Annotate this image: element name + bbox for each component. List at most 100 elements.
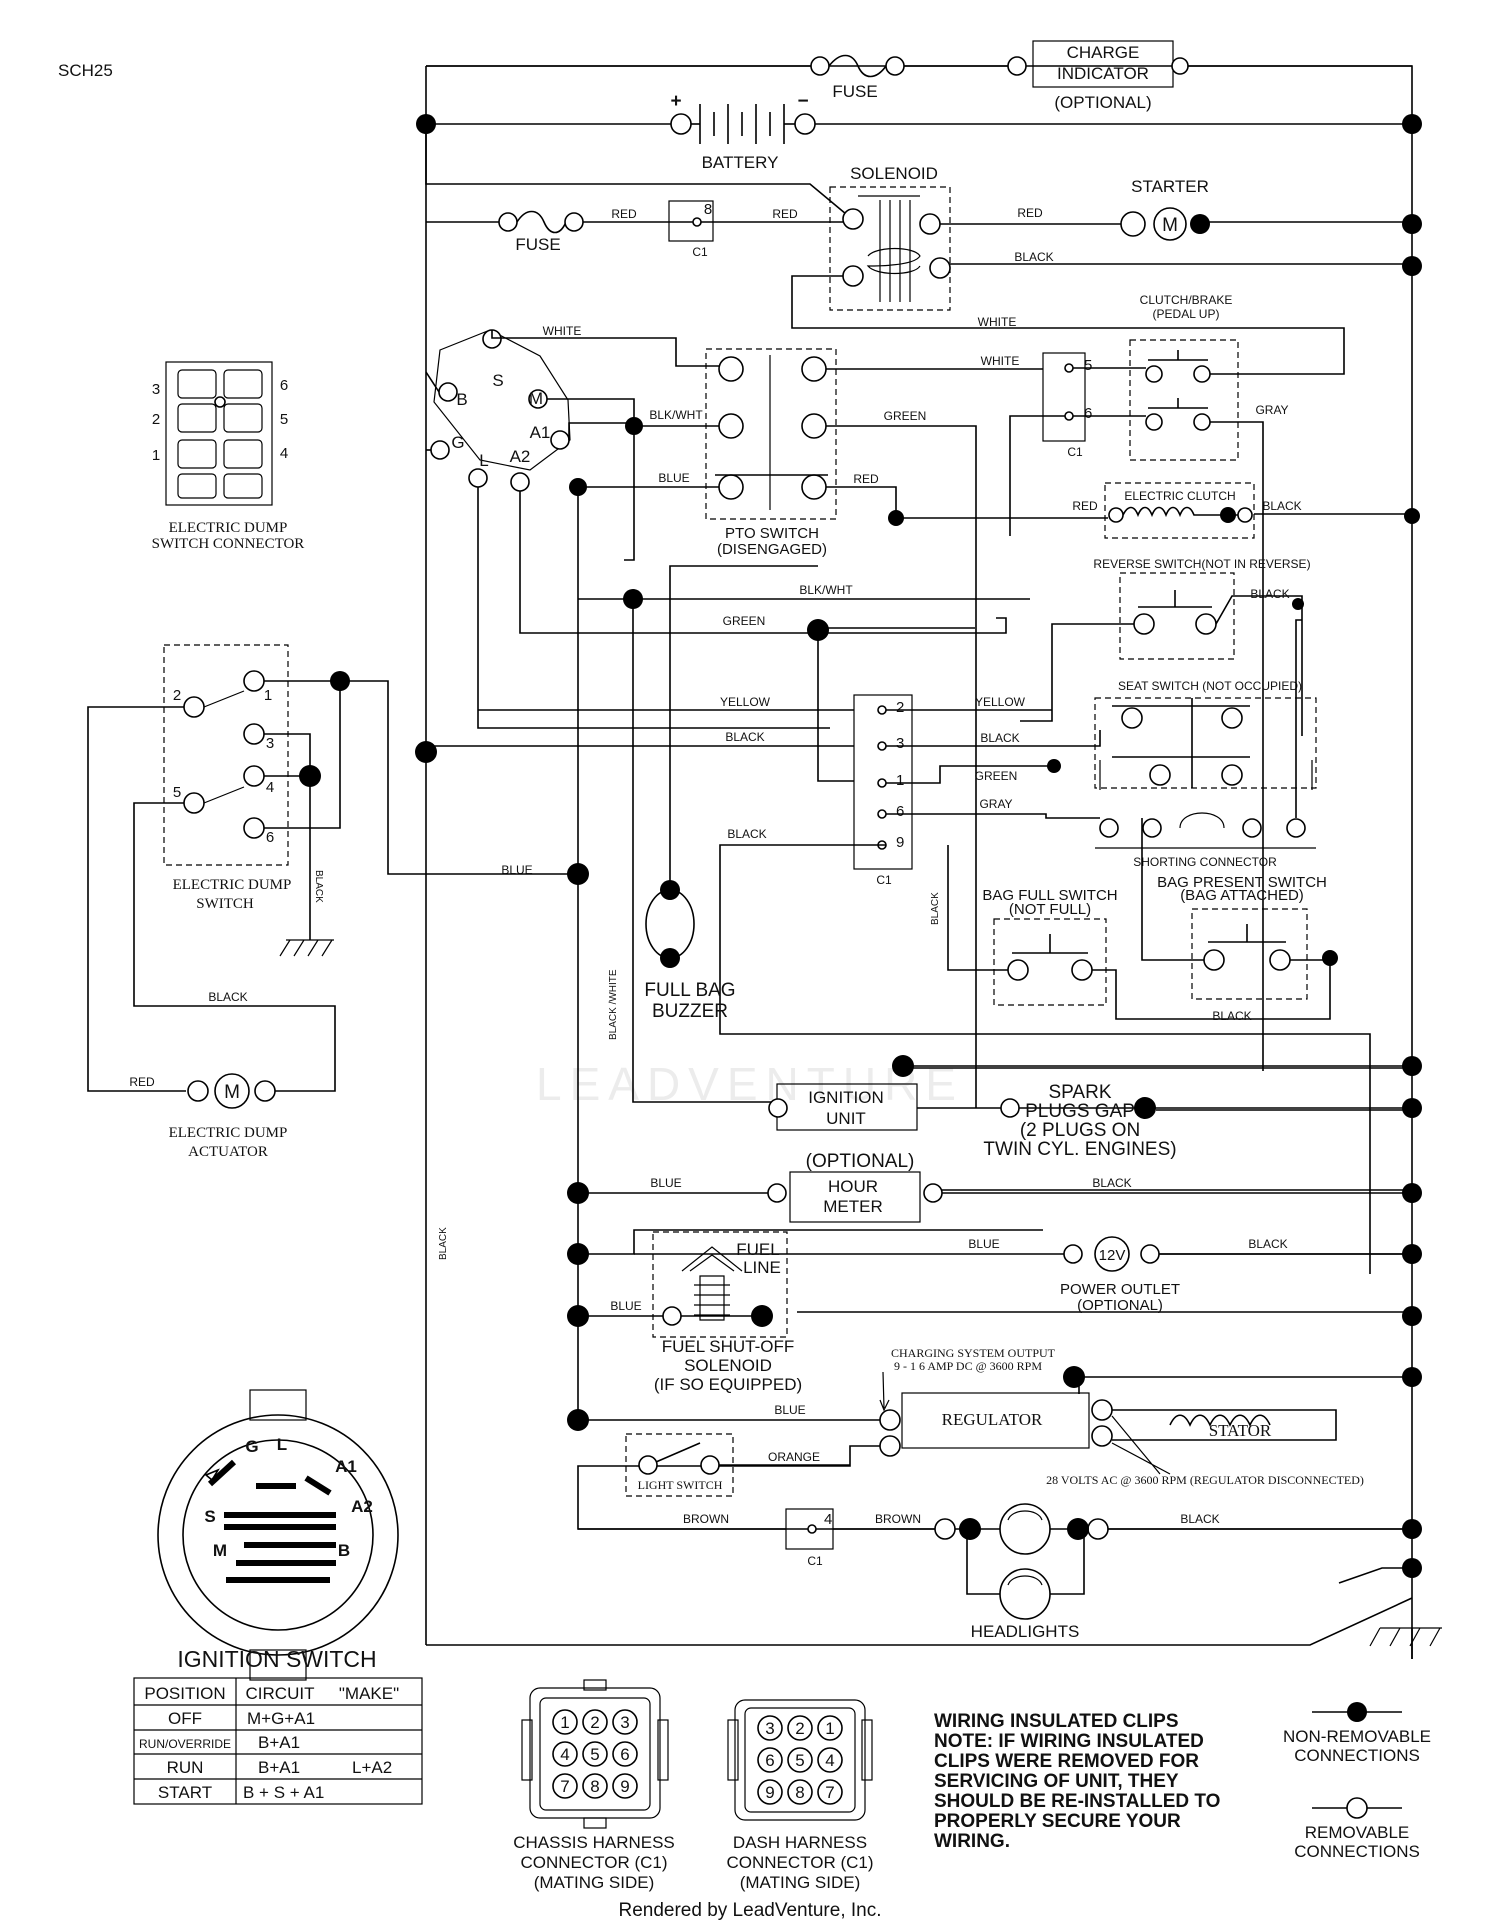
electric-clutch-label: ELECTRIC CLUTCH — [1124, 489, 1235, 503]
wire-red-2: RED — [772, 207, 798, 221]
ign-row-ro-pos: RUN/OVERRIDE — [139, 1737, 231, 1751]
charging-l1: CHARGING SYSTEM OUTPUT — [891, 1346, 1056, 1360]
note-l6: PROPERLY SECURE YOUR — [934, 1811, 1181, 1832]
dash-pin-socket — [787, 1715, 813, 1741]
face-g: G — [245, 1437, 258, 1456]
hour-meter-optional: (OPTIONAL) — [806, 1151, 915, 1172]
junction-dots — [299, 114, 1422, 1578]
ign-term-a2: A2 — [510, 447, 531, 466]
charging-l2: 9 - 1 6 AMP DC @ 3600 RPM — [894, 1359, 1042, 1373]
fuse-label-top: FUSE — [832, 82, 877, 101]
ign-th-circuit: CIRCUIT — [246, 1684, 315, 1703]
ignition-switch-table: IGNITION SWITCH POSITION CIRCUIT "MAKE" … — [133, 1646, 423, 1805]
dump-conn-pin-2: 2 — [152, 411, 160, 428]
ignition-unit-l1: IGNITION — [808, 1088, 884, 1107]
dash-pin-number: 6 — [765, 1751, 774, 1770]
wire-blue-6: BLUE — [501, 863, 532, 877]
dump-sw-pin-2: 2 — [173, 687, 181, 704]
hour-meter: (OPTIONAL) HOUR METER BLUE BLACK — [578, 1151, 1412, 1223]
dump-sw-pin-3: 3 — [266, 735, 274, 752]
face-s: S — [204, 1507, 215, 1526]
hour-meter-l1: HOUR — [828, 1177, 878, 1196]
outlet-l1: POWER OUTLET — [1060, 1281, 1180, 1298]
ign-row-run-extra: L+A2 — [352, 1758, 392, 1777]
fuse-2: FUSE RED 8 C1 RED — [498, 200, 798, 259]
c1-pin-8: 8 — [704, 201, 712, 218]
c1-block-center: C1 2 3 1 6 9 YELLOW YELLOW BLACK BLACK G… — [426, 583, 1371, 1274]
chassis-pin-socket — [612, 1773, 638, 1799]
face-b: B — [338, 1541, 350, 1560]
note-l5: SHOULD BE RE-INSTALLED TO — [934, 1791, 1220, 1812]
dash-pin-number: 8 — [795, 1783, 804, 1802]
ign-th-make: "MAKE" — [339, 1684, 399, 1703]
wire-black-10: BLACK — [1248, 1237, 1287, 1251]
clutch-brake-switch: CLUTCH/BRAKE (PEDAL UP) GRAY — [1129, 293, 1345, 1071]
wire-black-6: BLACK — [727, 827, 766, 841]
chassis-pin-socket — [582, 1773, 608, 1799]
wire-gray-1: GRAY — [1255, 403, 1288, 417]
ignition-unit: IGNITION UNIT SPARK PLUGS GAP (2 PLUGS O… — [768, 1067, 1412, 1160]
wire-blue-1: BLUE — [658, 471, 689, 485]
battery-minus: − — [797, 91, 808, 112]
c1-block-56: 5 6 C1 — [1009, 352, 1146, 536]
light-switch-label: LIGHT SWITCH — [638, 1478, 723, 1492]
wire-brown-2: BROWN — [875, 1512, 921, 1526]
dash-pin-number: 5 — [795, 1751, 804, 1770]
reverse-switch: REVERSE SWITCH(NOT IN REVERSE) BLACK — [1020, 557, 1311, 736]
pto-switch: PTO SWITCH (DISENGAGED) WHITE BLK/WHT GR… — [578, 348, 1043, 1108]
buzzer-l2: BUZZER — [652, 1001, 728, 1022]
dump-conn-pin-3: 3 — [152, 381, 160, 398]
dash-pin-socket — [787, 1747, 813, 1773]
chassis-pin-socket — [582, 1709, 608, 1735]
dump-switch: 1 2 3 4 5 6 ELECTRIC DUMP SWITCH BLACK B… — [87, 644, 426, 1092]
note-l4: SERVICING OF UNIT, THEY — [934, 1771, 1179, 1792]
ign-row-off-circuit: M+G+A1 — [247, 1709, 315, 1728]
regulator-label: REGULATOR — [942, 1410, 1043, 1429]
wire-green-3: GREEN — [723, 614, 766, 628]
wire-brown-1: BROWN — [683, 1512, 729, 1526]
ignition-switch-head: S M B A1 G L A2 WHITE — [425, 324, 1007, 729]
wire-red-3: RED — [1017, 206, 1043, 220]
wire-red-1: RED — [611, 207, 637, 221]
note-l3: CLIPS WERE REMOVED FOR — [934, 1751, 1199, 1772]
legend-nonremovable-l1: NON-REMOVABLE — [1283, 1727, 1431, 1746]
wire-green-2: GREEN — [975, 769, 1018, 783]
c1-label-3: C1 — [876, 873, 892, 887]
legend-nonremovable-l2: CONNECTIONS — [1294, 1746, 1420, 1765]
battery-label: BATTERY — [702, 153, 779, 172]
wire-black-4: BLACK — [725, 730, 764, 744]
fuel-line-l2: LINE — [743, 1258, 781, 1277]
battery-plus: + — [670, 91, 681, 112]
ignition-switch-face: G L A1 A2 S M B — [157, 1389, 399, 1681]
fuel-shutoff-l2: SOLENOID — [684, 1356, 772, 1375]
chassis-pin-number: 3 — [620, 1713, 629, 1732]
c1-label-2: C1 — [1067, 445, 1083, 459]
note-l2: NOTE: IF WIRING INSULATED — [934, 1731, 1204, 1752]
charge-indicator-l2: INDICATOR — [1057, 64, 1149, 83]
chassis-pin-number: 4 — [560, 1745, 569, 1764]
c1-pin-5: 5 — [1084, 357, 1092, 374]
ign-row-ro-circuit: B+A1 — [258, 1733, 300, 1752]
ign-term-a1: A1 — [530, 423, 551, 442]
dump-switch-l2: SWITCH — [196, 896, 254, 912]
chassis-l3: (MATING SIDE) — [534, 1873, 655, 1892]
wire-black-13: BLACK — [313, 870, 324, 903]
wire-yellow-2: YELLOW — [975, 695, 1026, 709]
wire-blackwhite: BLACK /WHITE — [608, 969, 619, 1040]
face-a1: A1 — [335, 1457, 357, 1476]
wire-yellow-1: YELLOW — [720, 695, 771, 709]
fuel-line-l1: FUEL — [736, 1240, 779, 1259]
full-bag-buzzer: FULL BAG BUZZER — [644, 565, 818, 1022]
solenoid-label: SOLENOID — [850, 164, 938, 183]
ignition-unit-l2: UNIT — [826, 1109, 866, 1128]
footer-credit: Rendered by LeadVenture, Inc. — [618, 1900, 881, 1921]
spark-l3: (2 PLUGS ON — [1020, 1120, 1140, 1141]
chassis-pin-socket — [612, 1709, 638, 1735]
dash-pin-socket — [817, 1715, 843, 1741]
chassis-pin-socket — [552, 1773, 578, 1799]
hour-meter-l2: METER — [823, 1197, 883, 1216]
note-l1: WIRING INSULATED CLIPS — [934, 1711, 1179, 1732]
dash-pin-number: 1 — [825, 1719, 834, 1738]
outlet-l2: (OPTIONAL) — [1077, 1297, 1163, 1314]
